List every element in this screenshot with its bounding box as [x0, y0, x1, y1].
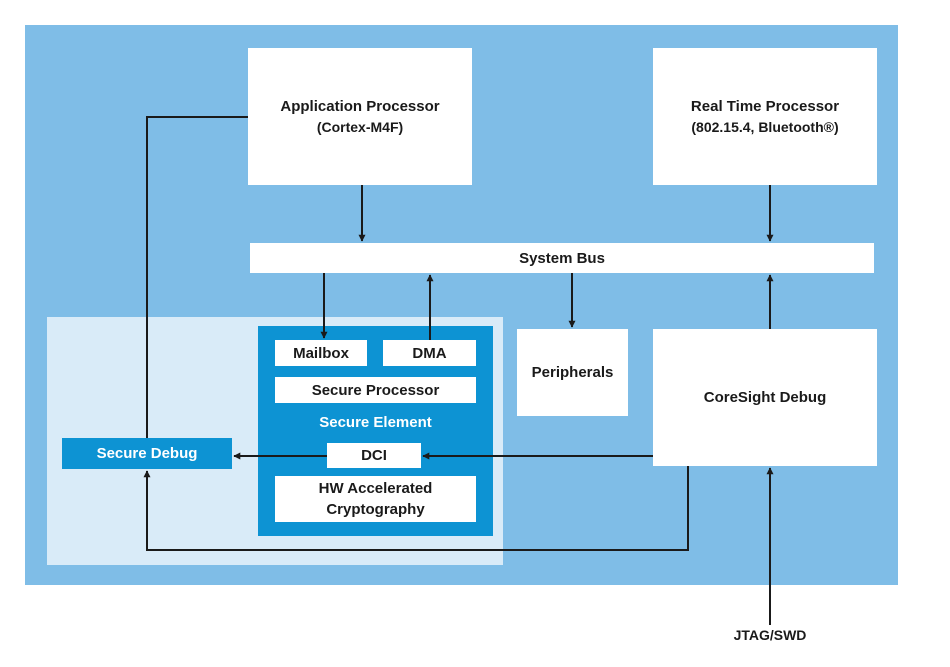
- system-bus: System Bus: [250, 243, 874, 273]
- secure-element-label: Secure Element: [319, 414, 432, 431]
- real-time-processor-title: Real Time Processor: [690, 97, 840, 115]
- application-processor-subtitle: (Cortex-M4F): [316, 118, 404, 135]
- peripherals-box: Peripherals: [517, 329, 628, 416]
- application-processor-box: Application Processor (Cortex-M4F): [248, 48, 472, 185]
- secure-debug-label: Secure Debug: [96, 445, 198, 462]
- coresight-to-secure-debug-line: [143, 466, 689, 551]
- jtag-swd-label: JTAG/SWD: [733, 627, 807, 643]
- dci-box: DCI: [327, 443, 421, 468]
- real-time-processor-box: Real Time Processor (802.15.4, Bluetooth…: [653, 48, 877, 185]
- coresight-debug-label: CoreSight Debug: [703, 389, 827, 406]
- secure-processor-label: Secure Processor: [311, 381, 440, 399]
- secure-debug-box: Secure Debug: [62, 438, 232, 469]
- secure-processor-box: Secure Processor: [275, 377, 476, 403]
- dma-label: DMA: [412, 344, 447, 362]
- mailbox-label: Mailbox: [293, 344, 349, 362]
- peripherals-label: Peripherals: [531, 364, 614, 381]
- real-time-processor-subtitle: (802.15.4, Bluetooth®): [691, 118, 839, 135]
- application-processor-title: Application Processor: [280, 97, 440, 115]
- dci-label: DCI: [361, 447, 387, 464]
- coresight-debug-box: CoreSight Debug: [653, 329, 877, 466]
- hw-crypto-line2: Cryptography: [326, 501, 425, 518]
- hw-crypto-box: HW Accelerated Cryptography: [275, 476, 476, 522]
- hw-crypto-line1: HW Accelerated: [318, 480, 433, 497]
- dma-box: DMA: [383, 340, 476, 366]
- app-to-secure-debug-line: [146, 116, 248, 438]
- mailbox-box: Mailbox: [275, 340, 367, 366]
- system-bus-label: System Bus: [519, 249, 605, 267]
